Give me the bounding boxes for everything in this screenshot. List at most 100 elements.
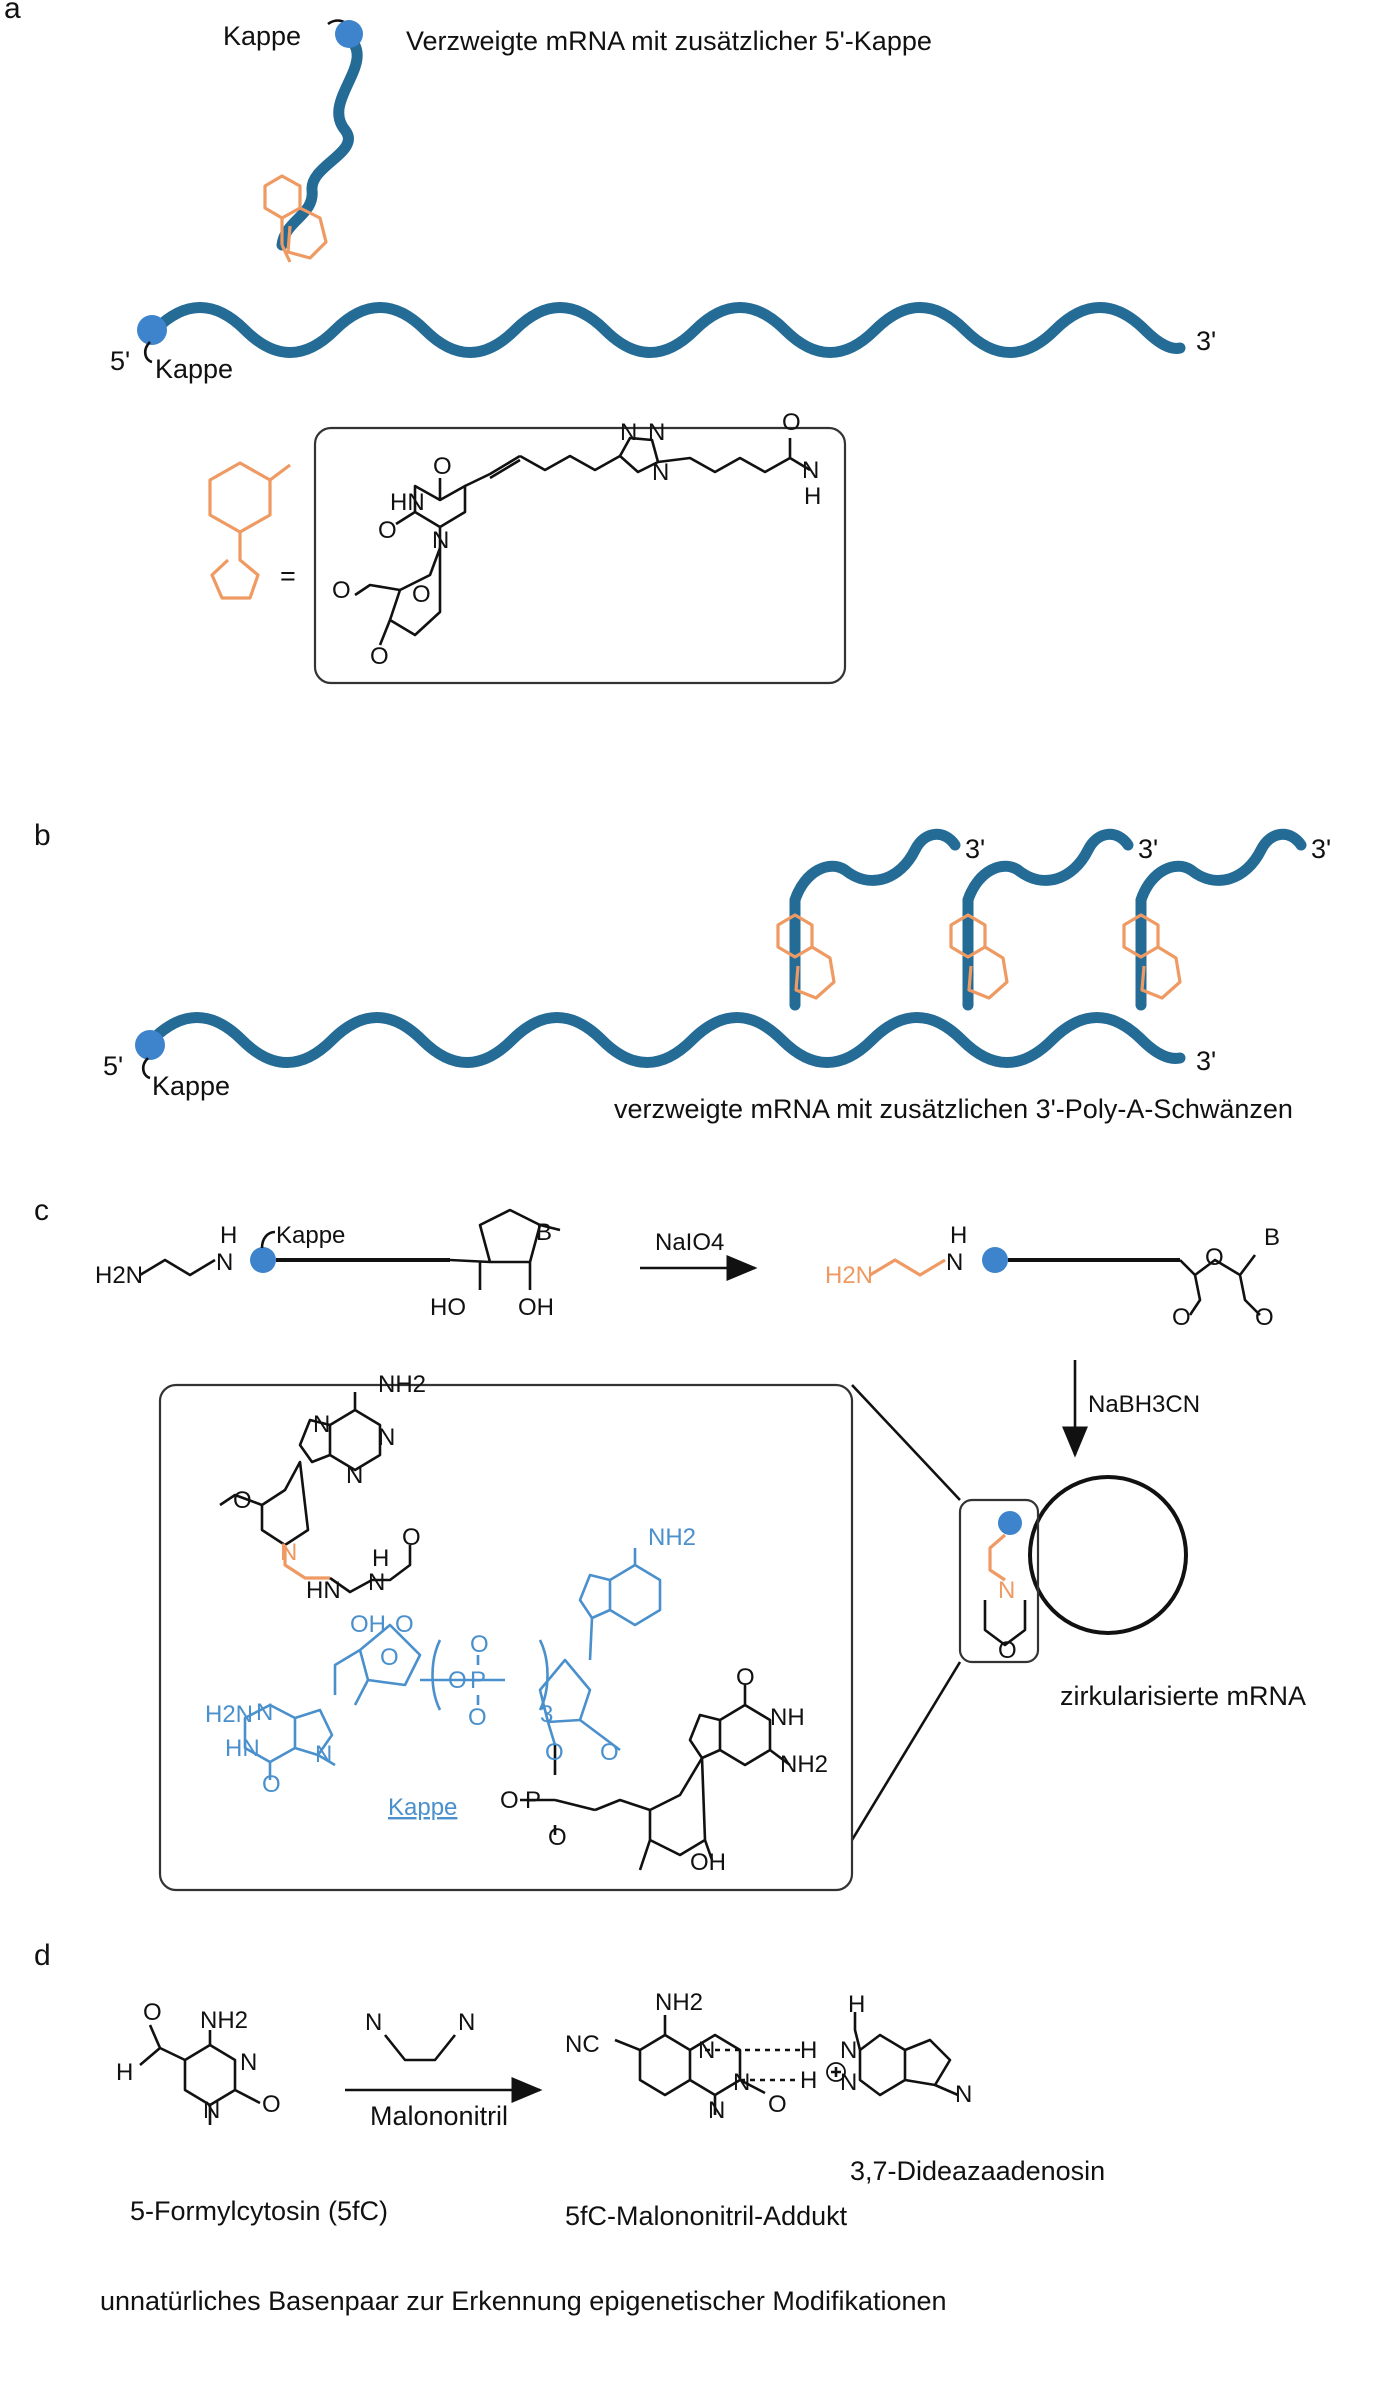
inset-atom-o-blue5: O [545,1739,564,1766]
zoom-line-bottom [850,1661,962,1841]
atom-oh-left: OH [518,1294,554,1321]
atom-b-right: B [1264,1224,1280,1251]
inset-atom-oh-blue: OH [350,1611,386,1638]
inset-atom-n1: N [313,1411,330,1438]
atom-h2n-left: H2N [95,1262,143,1289]
inset-atom-o-guanine: O [736,1664,755,1691]
inset-atom-p-bottom: P [525,1787,541,1814]
inset-atom-o1: O [233,1487,252,1514]
atom-h-right: H [950,1222,967,1249]
atom-adduct-nc: NC [565,2031,600,2058]
cap-dot-c-left [250,1247,276,1273]
inset-atom-nh2-top: NH2 [378,1371,426,1398]
main-helix-b [146,1012,1186,1068]
ribose-left [449,1208,561,1290]
label-nabh3cn: NaBH3CN [1088,1391,1200,1418]
inset-frame-a [313,426,847,685]
main-helix-a [149,302,1186,358]
label-3prime-b-main: 3' [1196,1046,1216,1076]
panel-b: b 3' 3' 3' 5' Kappe 3' verzweigte mRNA m… [34,819,1331,1124]
panel-d-letter: d [34,1939,51,1972]
label-5fc: 5-Formylcytosin (5fC) [130,2196,388,2226]
morpholine-circular [983,1600,1027,1647]
cap-structure [219,1392,791,1871]
atom-mal-n1: N [365,2009,382,2036]
label-equals: = [280,561,296,591]
cap-dot-c-right [982,1247,1008,1273]
panel-a: a Kappe Verzweigte mRNA mit zusätzlicher… [4,0,1216,685]
atom-adduct-nh2: NH2 [655,1989,703,2016]
atom-5fc-o2: O [262,2091,281,2118]
inset-atom-nh: NH [770,1704,805,1731]
atom-amide-n: N [802,457,819,484]
inset-atom-o-minus-bottom: O [548,1824,567,1851]
cap-dot-5prime-a [137,315,167,345]
atom-deaza-n-plus: N [840,2069,857,2096]
zoom-line-top [851,1384,961,1501]
panel-a-letter: a [4,0,21,25]
label-kappe-c: Kappe [276,1222,345,1249]
inset-atom-n-blue1: N [256,1699,273,1726]
linker-glyph-b2 [949,913,1009,1000]
label-3prime-a: 3' [1196,326,1216,356]
atom-deaza-n-amino: N [840,2037,857,2064]
inset-atom-o-blue4: O [470,1631,489,1658]
branch-strand-b2 [962,828,1134,1011]
branch-strand-b1 [789,828,961,1011]
branch-strand [276,30,363,251]
label-3prime-b3: 3' [1311,834,1331,864]
label-5prime-b: 5' [103,1051,123,1081]
atom-adduct-n8: N [698,2037,715,2064]
inset-atom-o-carbamate: O [402,1524,421,1551]
cap-dot-top [335,20,363,48]
linker-left [139,1258,216,1277]
inset-atom-n-carbamate: N [368,1569,385,1596]
cap-tether-5prime-a [143,341,153,364]
atom-o2: O [378,517,397,544]
inset-atom-3: 3 [540,1701,553,1728]
atom-o-ald2: O [1255,1304,1274,1331]
atom-o-ald1: O [1172,1304,1191,1331]
structure-adduct [614,2012,959,2115]
cap-tether-5prime-b [141,1057,151,1080]
atom-adduct-o2: O [768,2091,787,2118]
atom-mal-n2: N [458,2009,475,2036]
linker-glyph-b1 [776,913,836,1000]
atom-n-circular: N [998,1577,1015,1604]
inset-atom-hn: HN [306,1577,341,1604]
inset-atom-o-methyl: O [600,1739,619,1766]
inset-atom-n-plus: N [315,1741,332,1768]
inset-atom-h2n-blue: H2N [205,1701,253,1728]
atom-hn: HN [390,489,425,516]
atom-ho-left: HO [430,1294,466,1321]
structure-5fc [139,2024,261,2125]
inset-atom-o-blue6: O [262,1771,281,1798]
cap-dot-5prime-b [135,1030,165,1060]
inset-atom-o-minus: O [468,1704,487,1731]
atom-amide-h: H [804,483,821,510]
inset-atom-o-dbl: O [500,1787,519,1814]
atom-o-right: O [1205,1244,1224,1271]
label-kappe-top: Kappe [223,21,301,51]
label-panel-b-caption: verzweigte mRNA mit zusätzlichen 3'-Poly… [614,1094,1293,1124]
linker-glyph-legend [208,461,291,600]
label-kappe-b: Kappe [152,1071,230,1101]
atom-5fc-n3: N [240,2049,257,2076]
label-panel-d-caption: unnatürliches Basenpaar zur Erkennung ep… [100,2286,947,2316]
atom-o1: O [433,453,452,480]
atom-tri-n3: N [652,459,669,486]
atom-o-circular: O [998,1637,1017,1664]
atom-deaza-n9: N [955,2081,972,2108]
inset-frame-c [158,1383,854,1892]
inset-atom-oh-bottom: OH [690,1849,726,1876]
atom-n-right: N [946,1249,963,1276]
linker-right [869,1258,946,1277]
atom-5fc-n1: N [203,2097,220,2124]
atom-o-ring: O [412,581,431,608]
inset-atom-n3: N [346,1462,363,1489]
label-kappe-bottom-a: Kappe [155,354,233,384]
inset-atom-p-blue: P [470,1667,486,1694]
atom-amide-o: O [782,409,801,436]
atom-deaza-h: H [848,1991,865,2018]
label-panel-a-title: Verzweigte mRNA mit zusätzlicher 5'-Kapp… [406,26,932,56]
